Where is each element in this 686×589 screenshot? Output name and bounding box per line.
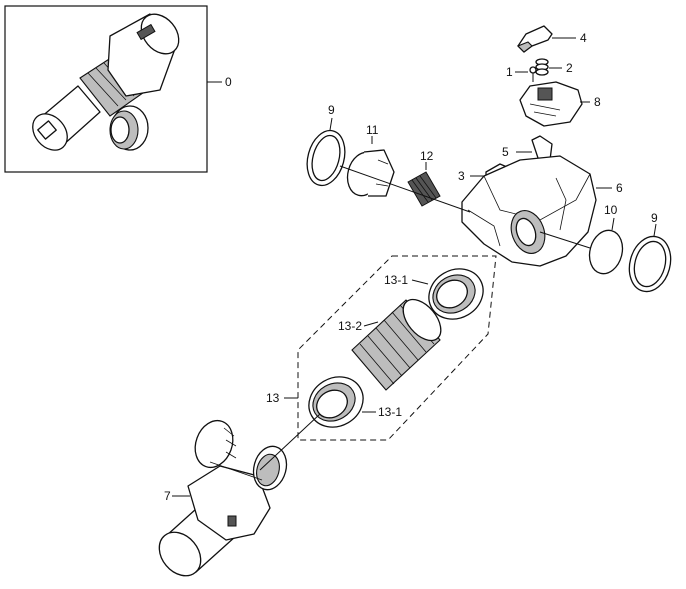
- assembled-side-wheel: [109, 105, 149, 151]
- part-9-ring-right: 9: [628, 211, 672, 293]
- part-10-disc: 10: [588, 203, 624, 275]
- label-11: 11: [366, 123, 379, 137]
- part-4-top-cap: 4: [517, 25, 587, 53]
- part-13-1-upper-nut: 13-1: [384, 268, 484, 320]
- part-11-flap-holder: 11: [346, 123, 395, 197]
- part-7-nozzle-head: 7: [158, 419, 288, 577]
- label-10: 10: [604, 203, 618, 217]
- label-1: 1: [506, 65, 513, 79]
- assembled-view-inset: 0: [4, 5, 232, 173]
- label-13-1-lower: 13-1: [378, 405, 402, 419]
- label-4: 4: [580, 31, 587, 45]
- label-5: 5: [502, 145, 509, 159]
- label-3: 3: [458, 169, 465, 183]
- part-13-group-boundary: 13: [266, 255, 497, 441]
- label-2: 2: [566, 61, 573, 75]
- label-6: 6: [616, 181, 623, 195]
- label-9-left: 9: [328, 103, 335, 117]
- label-13: 13: [266, 391, 280, 405]
- part-2-spring: 2: [535, 58, 573, 76]
- part-6-main-body: 6: [461, 155, 623, 267]
- part-9-ring-left: 9: [306, 103, 346, 187]
- assembled-rear-body: [107, 13, 180, 97]
- assembled-front-tube: [32, 85, 101, 151]
- label-9-right: 9: [651, 211, 658, 225]
- part-5-latch: 5: [502, 135, 553, 161]
- label-12: 12: [420, 149, 434, 163]
- label-8: 8: [594, 95, 601, 109]
- part-8-button-housing: 8: [519, 81, 601, 127]
- part-13-1-lower-nut: 13-1: [308, 376, 402, 428]
- label-7: 7: [164, 489, 171, 503]
- label-13-1-upper: 13-1: [384, 273, 408, 287]
- part-1-screw: 1: [506, 65, 537, 82]
- label-0: 0: [225, 75, 232, 89]
- part-13-2-hose: 13-2: [338, 298, 442, 391]
- part-12-spring: 12: [407, 149, 441, 207]
- label-13-2: 13-2: [338, 319, 362, 333]
